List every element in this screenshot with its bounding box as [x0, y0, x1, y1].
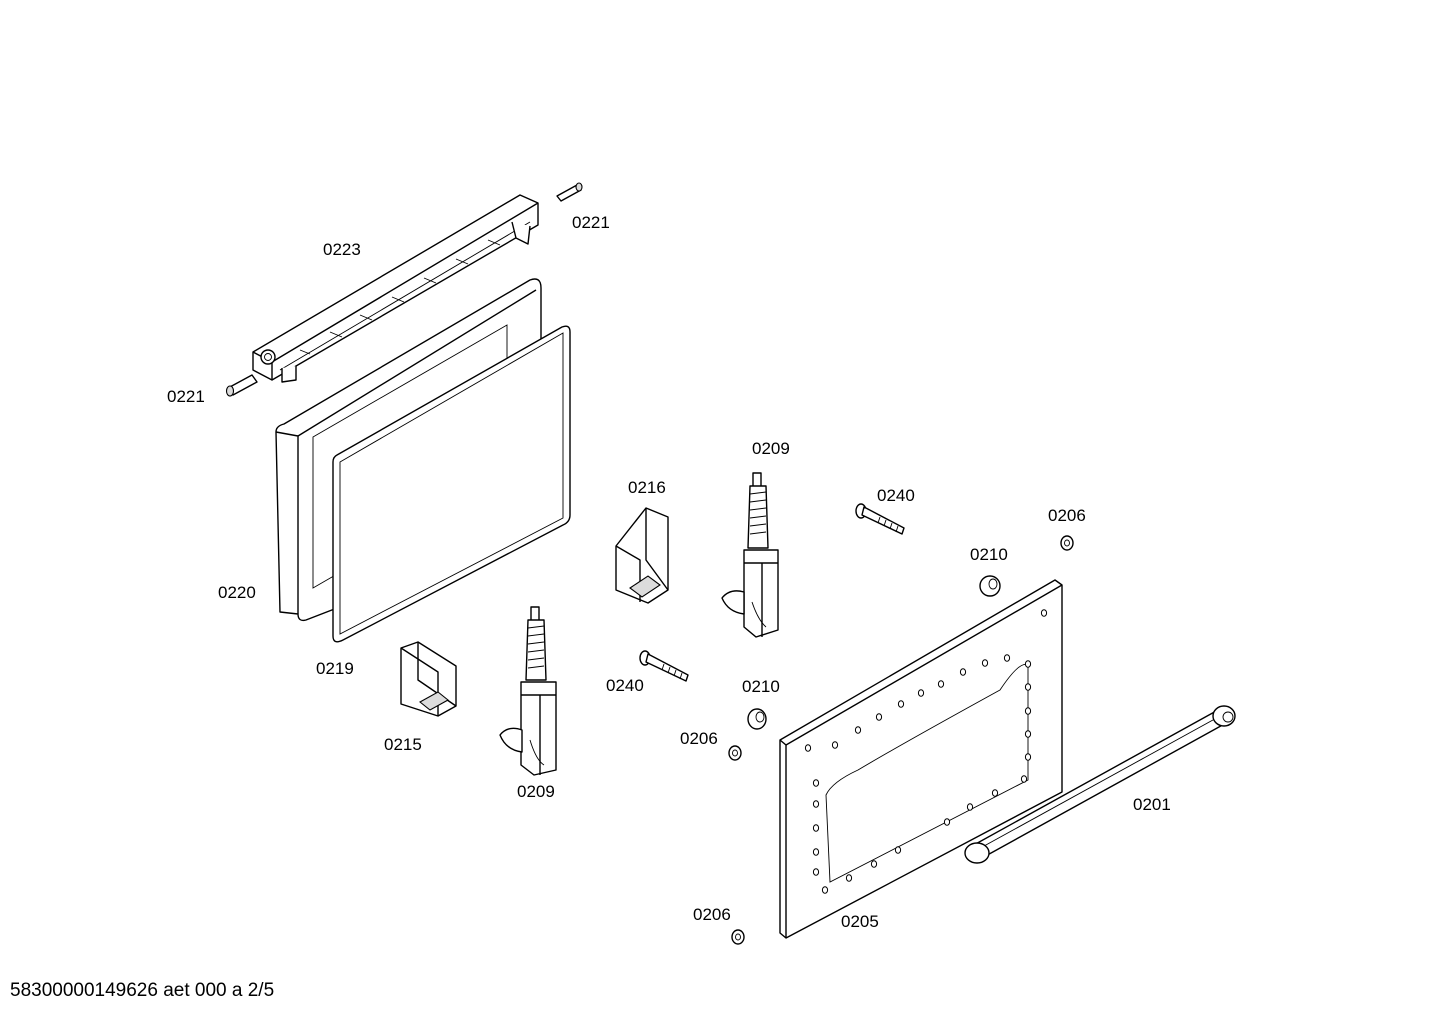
panel-hole [854, 726, 862, 734]
panel-hole [966, 803, 974, 811]
label-0210-mid: 0210 [742, 677, 780, 696]
part-0205-door-front-panel [779, 579, 1063, 939]
label-0210-top: 0210 [970, 545, 1008, 564]
part-0210-spacer-top [979, 575, 1001, 597]
panel-hole [1024, 753, 1032, 761]
part-0216-bracket [615, 507, 669, 604]
part-0201-handle-bar [964, 705, 1236, 864]
label-0205: 0205 [841, 912, 879, 931]
part-0206-washer-bottom [731, 929, 745, 945]
panel-hole [897, 700, 905, 708]
part-0240-screw-upper [855, 503, 905, 535]
label-0206-mid: 0206 [680, 729, 718, 748]
panel-hole [812, 848, 820, 856]
panel-hole [1020, 775, 1028, 783]
panel-hole [812, 824, 820, 832]
panel-hole [959, 668, 967, 676]
label-0215: 0215 [384, 735, 422, 754]
panel-hole [804, 744, 812, 752]
label-0240-lower: 0240 [606, 676, 644, 695]
part-0219-inner-glass [332, 325, 571, 643]
panel-hole [991, 789, 999, 797]
part-0210-spacer-mid [747, 708, 767, 730]
label-0209-upper: 0209 [752, 439, 790, 458]
panel-hole [870, 860, 878, 868]
part-0206-washer-top [1060, 535, 1074, 551]
label-0209-lower: 0209 [517, 782, 555, 801]
panel-hole [981, 659, 989, 667]
panel-hole [875, 713, 883, 721]
label-0221-right: 0221 [572, 213, 610, 232]
panel-hole [1024, 707, 1032, 715]
panel-hole [1024, 683, 1032, 691]
label-0201: 0201 [1133, 795, 1171, 814]
drawing-id-footer: 58300000149626 aet 000 a 2/5 [10, 980, 275, 1001]
part-0209-hinge-upper [721, 472, 779, 638]
panel-hole [943, 818, 951, 826]
panel-hole [917, 689, 925, 697]
part-0206-washer-mid [728, 745, 742, 761]
panel-hole [894, 846, 902, 854]
label-0240-upper: 0240 [877, 486, 915, 505]
part-0215-bracket [400, 641, 457, 717]
label-0206-bottom: 0206 [693, 905, 731, 924]
part-0221-pin-right [556, 182, 583, 202]
label-0220: 0220 [218, 583, 256, 602]
label-0221-left: 0221 [167, 387, 205, 406]
label-0206-top: 0206 [1048, 506, 1086, 525]
panel-hole [845, 874, 853, 882]
label-0223: 0223 [323, 240, 361, 259]
panel-hole [812, 779, 820, 787]
panel-hole [1024, 730, 1032, 738]
label-0216: 0216 [628, 478, 666, 497]
panel-hole [1040, 609, 1048, 617]
part-0223-door-trim [252, 194, 539, 383]
panel-hole [831, 741, 839, 749]
panel-hole [1024, 660, 1032, 668]
part-0209-hinge-lower [499, 606, 557, 776]
part-0221-pin-left [225, 374, 258, 397]
panel-hole [812, 800, 820, 808]
label-0219: 0219 [316, 659, 354, 678]
panel-hole [812, 868, 820, 876]
panel-hole [1003, 654, 1011, 662]
panel-hole [937, 680, 945, 688]
panel-hole [821, 886, 829, 894]
part-0240-screw-lower [639, 650, 689, 682]
